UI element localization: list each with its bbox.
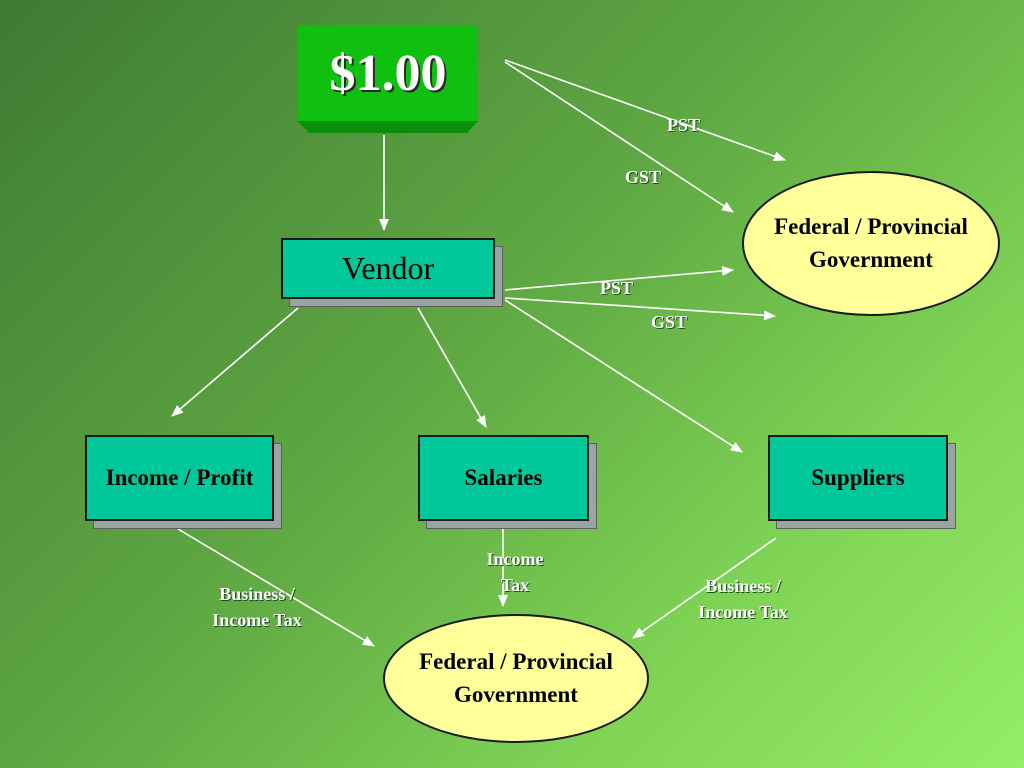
income-profit-box-face: Income / Profit [85, 435, 274, 521]
arrow-suppliers-to-gov [632, 537, 777, 639]
government-top-ellipse: Federal / Provincial Government [742, 171, 1000, 316]
government-bottom-ellipse: Federal / Provincial Government [383, 614, 649, 743]
vendor-label: Vendor [341, 250, 435, 286]
arrow-vendor-to-suppliers [504, 299, 743, 453]
suppliers-business-tax-label: Business / Income Tax [678, 573, 808, 625]
arrow-price-pst [504, 59, 786, 162]
price-label: $1.00 [329, 44, 447, 102]
salaries-tax-line1: Income [486, 549, 544, 569]
arrow-vendor-to-salaries [417, 307, 487, 428]
suppliers-box-face: Suppliers [768, 435, 948, 521]
price-box-face: $1.00 [298, 25, 478, 121]
suppliers-box: Suppliers [768, 435, 956, 529]
arrow-vendor-gst [504, 297, 776, 321]
suppliers-tax-line2: Income Tax [698, 602, 788, 623]
salaries-tax-line2: Tax [500, 575, 530, 596]
salaries-box-face: Salaries [418, 435, 589, 521]
income-profit-label: Income / Profit [105, 465, 254, 490]
government-top-label: Federal / Provincial Government [774, 211, 968, 275]
income-tax-line2: Income Tax [212, 610, 302, 631]
salaries-box: Salaries [418, 435, 597, 529]
salaries-label: Salaries [464, 465, 543, 490]
price-box: $1.00 [298, 25, 478, 133]
price-box-bevel [298, 121, 478, 133]
government-bottom-line2: Government [454, 681, 578, 707]
government-bottom-label: Federal / Provincial Government [419, 646, 613, 710]
government-top-line2: Government [809, 246, 933, 272]
arrow-income-to-gov [177, 528, 375, 647]
suppliers-label: Suppliers [811, 465, 905, 490]
arrow-price-gst [504, 61, 734, 213]
government-bottom-line1: Federal / Provincial [419, 649, 613, 675]
income-tax-line1: Business / [219, 584, 295, 604]
vendor-box: Vendor [281, 238, 503, 307]
vendor-box-face: Vendor [281, 238, 495, 299]
government-top-line1: Federal / Provincial [774, 214, 968, 240]
price-gst-label: GST [625, 167, 662, 187]
arrow-vendor-to-income [171, 307, 299, 417]
vendor-gst-label: GST [651, 312, 688, 332]
income-profit-box: Income / Profit [85, 435, 282, 529]
income-business-tax-label: Business / Income Tax [192, 581, 322, 633]
salaries-income-tax-label: Income Tax [470, 546, 560, 598]
price-pst-label: PST [667, 115, 701, 135]
vendor-pst-label: PST [600, 278, 634, 298]
suppliers-tax-line1: Business / [705, 576, 781, 596]
arrow-vendor-pst [504, 265, 734, 291]
